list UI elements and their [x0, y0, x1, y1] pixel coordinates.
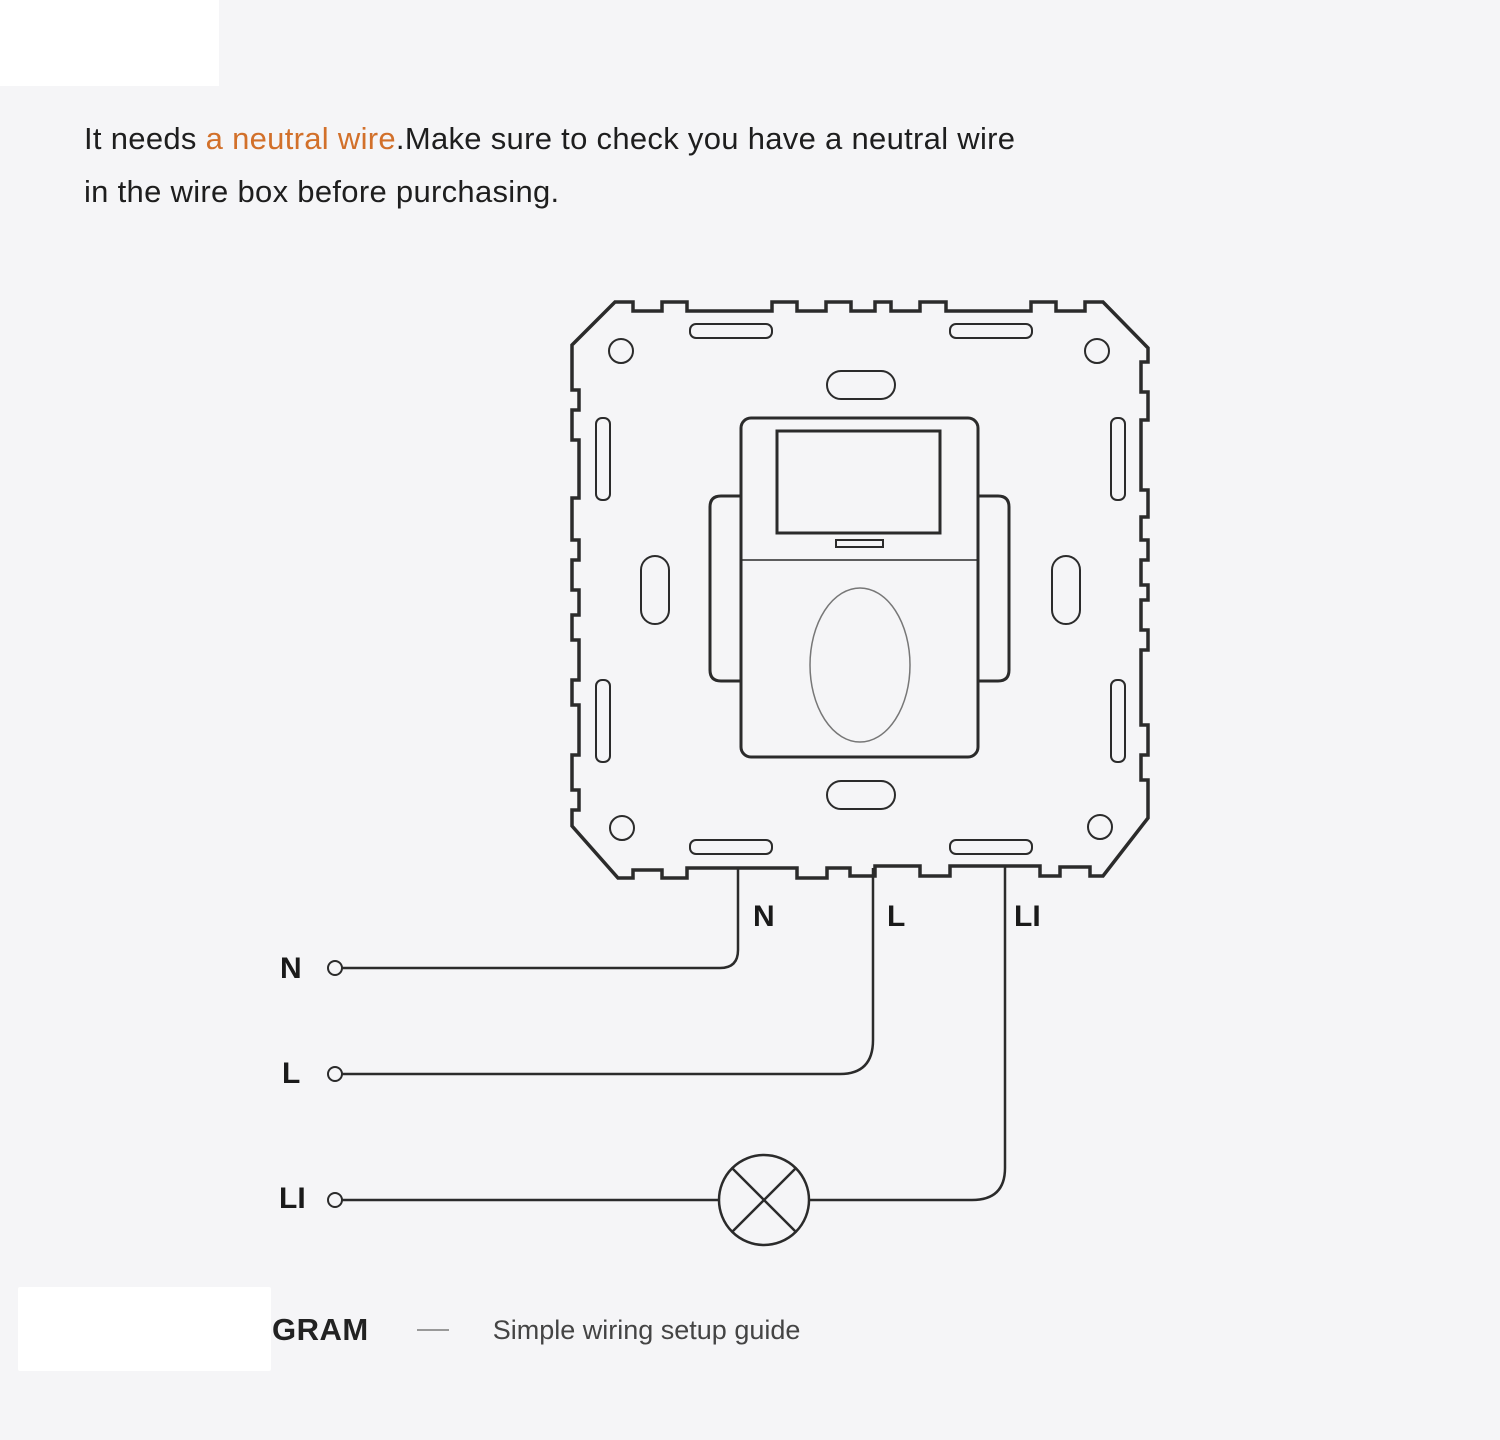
screw-hole-top-right	[1084, 338, 1110, 364]
device-label-li: LI	[1014, 900, 1041, 933]
touch-button	[809, 587, 911, 743]
screw-hole-top-left	[608, 338, 634, 364]
screw-hole-bottom-right	[1087, 814, 1113, 840]
white-mask-top	[0, 0, 219, 86]
slot-bottom-right	[949, 839, 1033, 855]
slot-bottom-left	[689, 839, 773, 855]
caption-subtitle: Simple wiring setup guide	[492, 1314, 801, 1345]
terminal-l	[327, 1066, 343, 1082]
oval-hole-bottom	[826, 780, 896, 810]
oval-hole-top	[826, 370, 896, 400]
caption-title: GRAM	[272, 1312, 369, 1347]
oval-hole-left	[640, 555, 670, 625]
slot-left-upper	[595, 417, 611, 501]
display-screen	[775, 429, 942, 535]
switch-module	[739, 416, 980, 759]
wire-n	[342, 868, 740, 970]
side-clip-left	[708, 494, 741, 683]
slot-top-right	[949, 323, 1033, 339]
terminal-li	[327, 1192, 343, 1208]
device-label-l: L	[887, 900, 905, 933]
side-clip-right	[978, 494, 1011, 683]
supply-label-n: N	[280, 952, 302, 985]
supply-label-li: LI	[279, 1182, 306, 1215]
caption-dash	[416, 1329, 449, 1331]
screw-hole-bottom-left	[609, 815, 635, 841]
oval-hole-right	[1051, 555, 1081, 625]
lamp-icon	[717, 1153, 811, 1247]
slot-left-lower	[595, 679, 611, 763]
slot-top-left	[689, 323, 773, 339]
neutral-wire-notice: It needs a neutral wire.Make sure to che…	[84, 112, 1184, 218]
wire-li	[810, 866, 1007, 1202]
notice-text: It needs	[84, 121, 206, 156]
notice-highlight: a neutral wire	[205, 121, 396, 156]
slot-right-upper	[1110, 417, 1126, 501]
terminal-n	[327, 960, 343, 976]
notice-text: .Make sure to check you have a neutral w…	[395, 121, 1016, 156]
mounting-plate-outline	[570, 300, 1150, 880]
wire-l	[342, 868, 875, 1076]
supply-label-l: L	[282, 1057, 300, 1090]
indicator-bar	[835, 539, 884, 548]
white-mask-bottom	[18, 1287, 271, 1371]
notice-text-line2: in the wire box before purchasing.	[84, 174, 560, 209]
diagram-caption: GRAM Simple wiring setup guide	[272, 1308, 800, 1352]
slot-right-lower	[1110, 679, 1126, 763]
device-label-n: N	[753, 900, 775, 933]
